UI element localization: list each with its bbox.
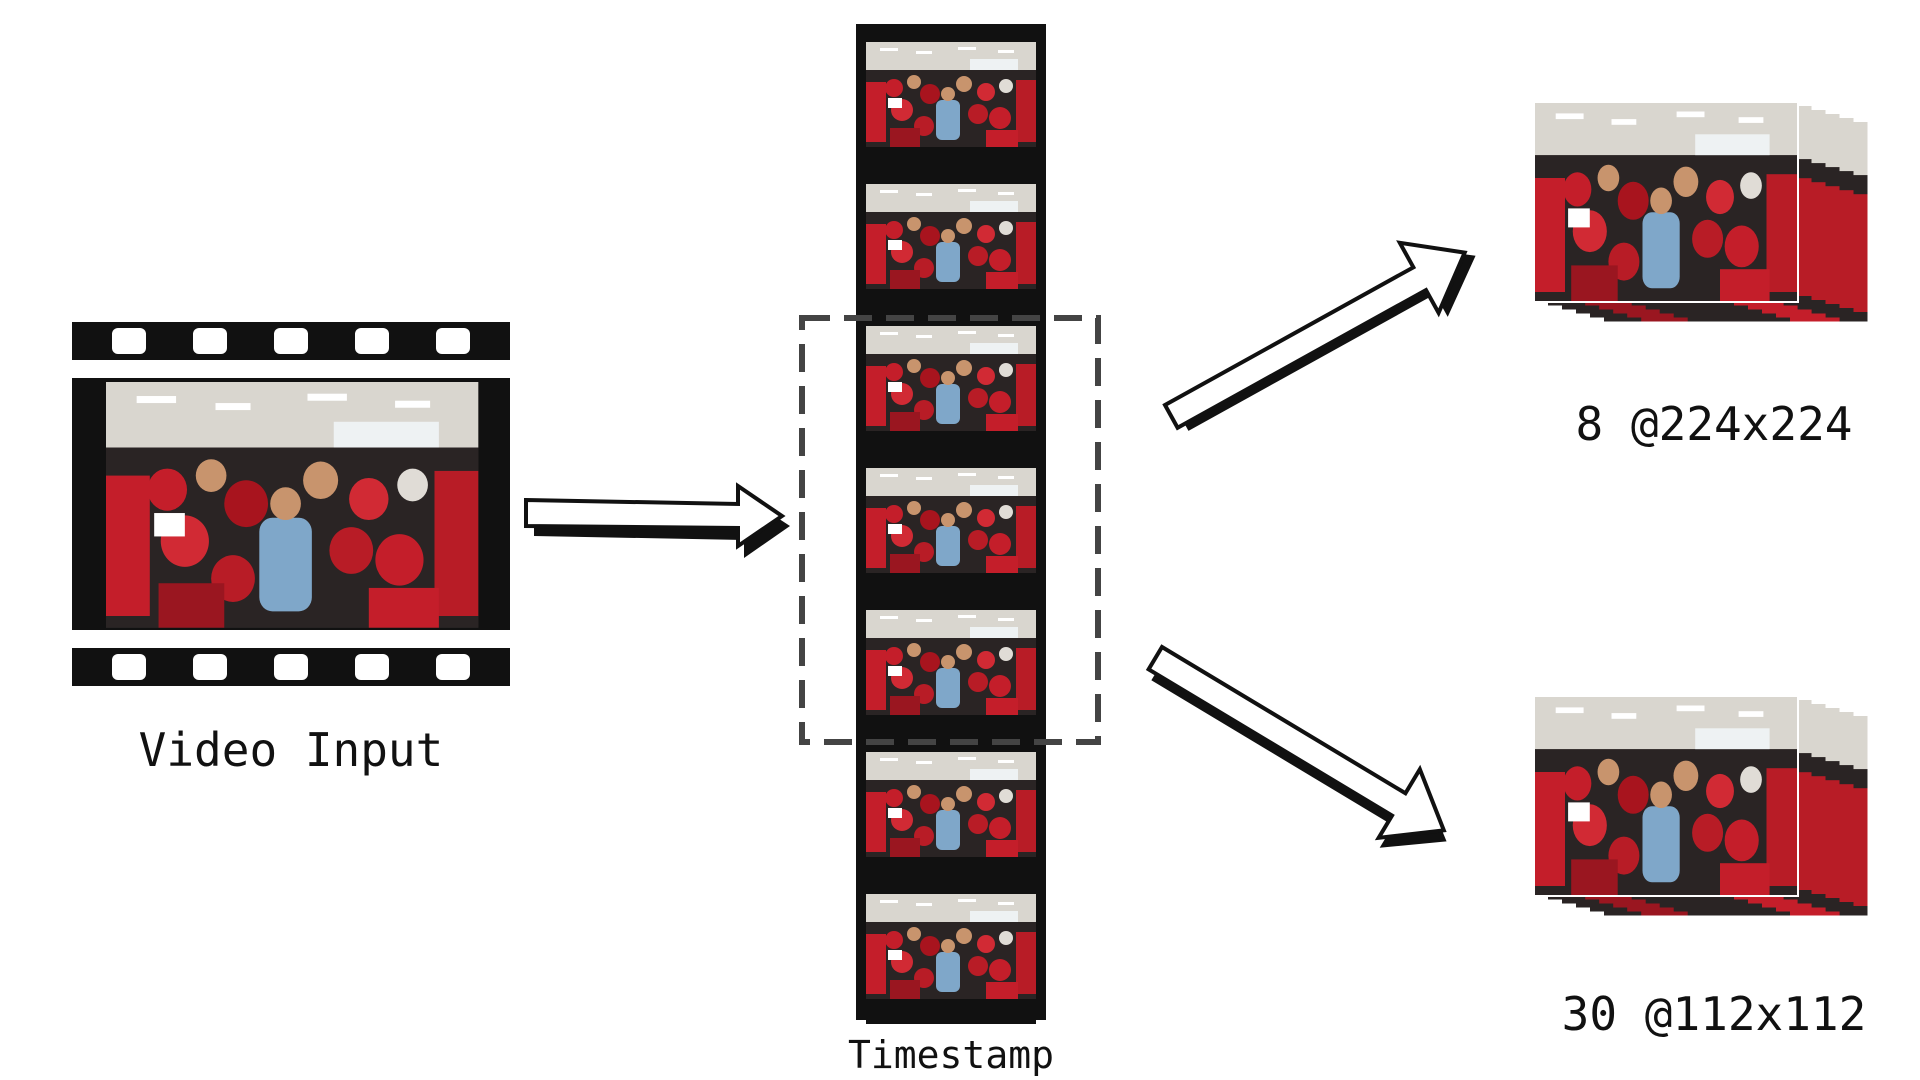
- film-strip-icon: [72, 322, 510, 686]
- sampling-window-bracket: [799, 315, 1101, 745]
- timestamp-frame-strip: [856, 24, 1046, 1024]
- right-arrow-icon: [524, 482, 790, 558]
- up-right-arrow-icon: [1162, 240, 1476, 431]
- output-frame-stack-bottom: [1533, 695, 1868, 916]
- output-bottom-label: 30 @112x112: [1562, 987, 1867, 1041]
- timestamp-label: Timestamp: [848, 1033, 1054, 1077]
- output-top-label: 8 @224x224: [1576, 397, 1853, 451]
- down-right-arrow-icon: [1145, 644, 1447, 848]
- output-frame-stack-top: [1533, 101, 1868, 322]
- video-input-label: Video Input: [139, 723, 444, 777]
